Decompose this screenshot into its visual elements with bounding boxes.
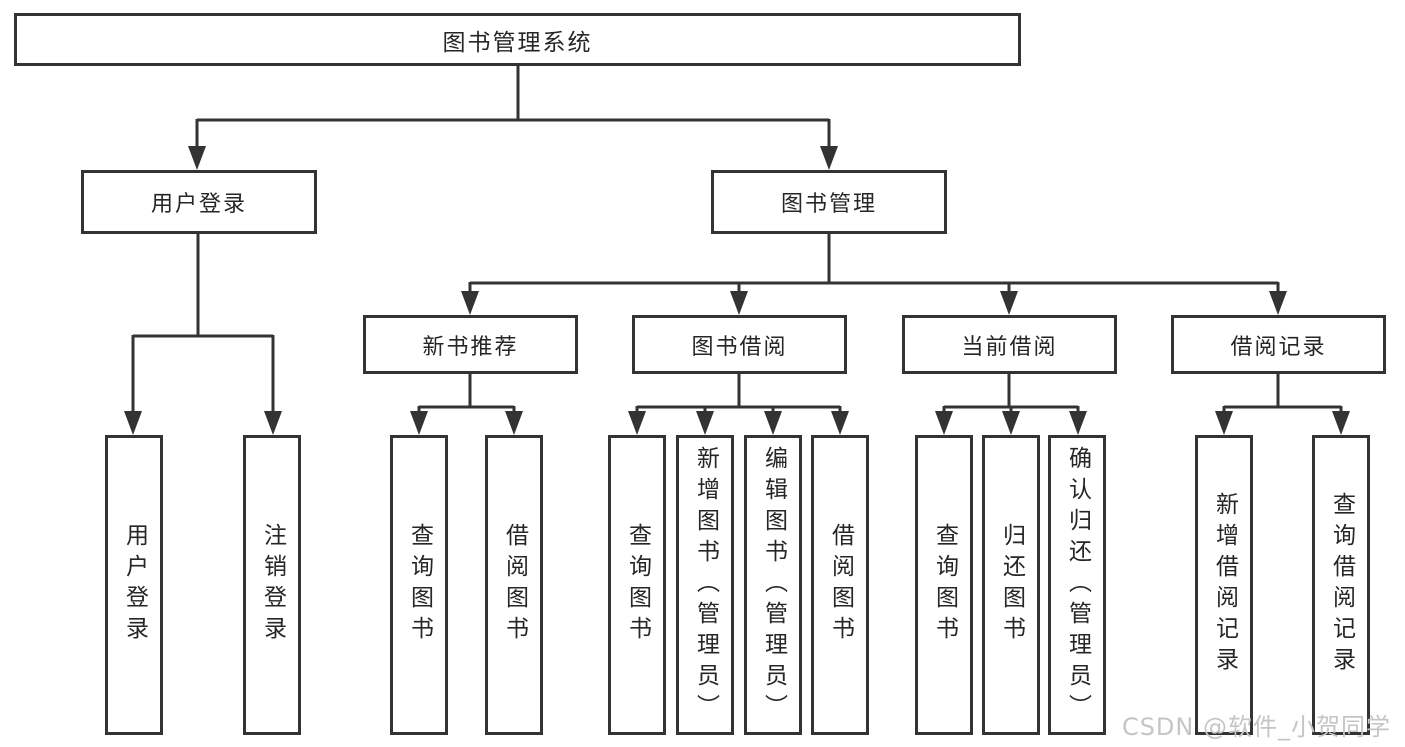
leaf-confirm-return-admin: 确认归还（管理员） <box>1048 435 1106 735</box>
node-root: 图书管理系统 <box>14 13 1021 66</box>
leaf-current-query-books-label: 查询图书 <box>931 523 958 647</box>
leaf-borrowing-borrow-books-label: 借阅图书 <box>827 523 854 647</box>
node-new-book-recommend-label: 新书推荐 <box>422 334 519 360</box>
node-book-management-label: 图书管理 <box>780 192 877 217</box>
leaf-logout: 注销登录 <box>243 435 301 735</box>
node-borrowing-records: 借阅记录 <box>1171 315 1386 374</box>
leaf-borrowing-query-books: 查询图书 <box>608 435 666 735</box>
leaf-recommend-query-books-label: 查询图书 <box>406 523 433 647</box>
node-book-borrowing-label: 图书借阅 <box>691 334 788 360</box>
leaf-add-books-admin: 新增图书（管理员） <box>676 435 734 735</box>
leaf-add-borrow-record-label: 新增借阅记录 <box>1211 492 1238 678</box>
leaf-recommend-query-books: 查询图书 <box>390 435 448 735</box>
leaf-current-query-books: 查询图书 <box>915 435 973 735</box>
leaf-confirm-return-admin-label: 确认归还（管理员） <box>1064 445 1091 725</box>
leaf-logout-label: 注销登录 <box>259 523 286 647</box>
node-root-label: 图书管理系统 <box>442 29 593 56</box>
node-new-book-recommend: 新书推荐 <box>363 315 578 374</box>
leaf-return-books-label: 归还图书 <box>998 523 1025 647</box>
leaf-borrowing-borrow-books: 借阅图书 <box>811 435 869 735</box>
leaf-borrowing-query-books-label: 查询图书 <box>624 523 651 647</box>
leaf-query-borrow-record: 查询借阅记录 <box>1312 435 1370 735</box>
leaf-edit-books-admin-label: 编辑图书（管理员） <box>760 445 787 725</box>
node-book-borrowing: 图书借阅 <box>632 315 847 374</box>
node-current-borrowing: 当前借阅 <box>902 315 1117 374</box>
leaf-recommend-borrow-books-label: 借阅图书 <box>501 523 528 647</box>
csdn-watermark: CSDN @软件_小贺同学 <box>1121 713 1391 741</box>
node-user-login: 用户登录 <box>81 170 317 234</box>
leaf-query-borrow-record-label: 查询借阅记录 <box>1328 492 1355 678</box>
node-book-management: 图书管理 <box>711 170 947 234</box>
leaf-recommend-borrow-books: 借阅图书 <box>485 435 543 735</box>
leaf-user-login-label: 用户登录 <box>121 523 148 647</box>
node-borrowing-records-label: 借阅记录 <box>1230 334 1327 360</box>
node-current-borrowing-label: 当前借阅 <box>961 334 1058 360</box>
leaf-edit-books-admin: 编辑图书（管理员） <box>744 435 802 735</box>
leaf-return-books: 归还图书 <box>982 435 1040 735</box>
leaf-add-books-admin-label: 新增图书（管理员） <box>692 445 719 725</box>
node-user-login-label: 用户登录 <box>150 192 247 217</box>
leaf-add-borrow-record: 新增借阅记录 <box>1195 435 1253 735</box>
leaf-user-login: 用户登录 <box>105 435 163 735</box>
